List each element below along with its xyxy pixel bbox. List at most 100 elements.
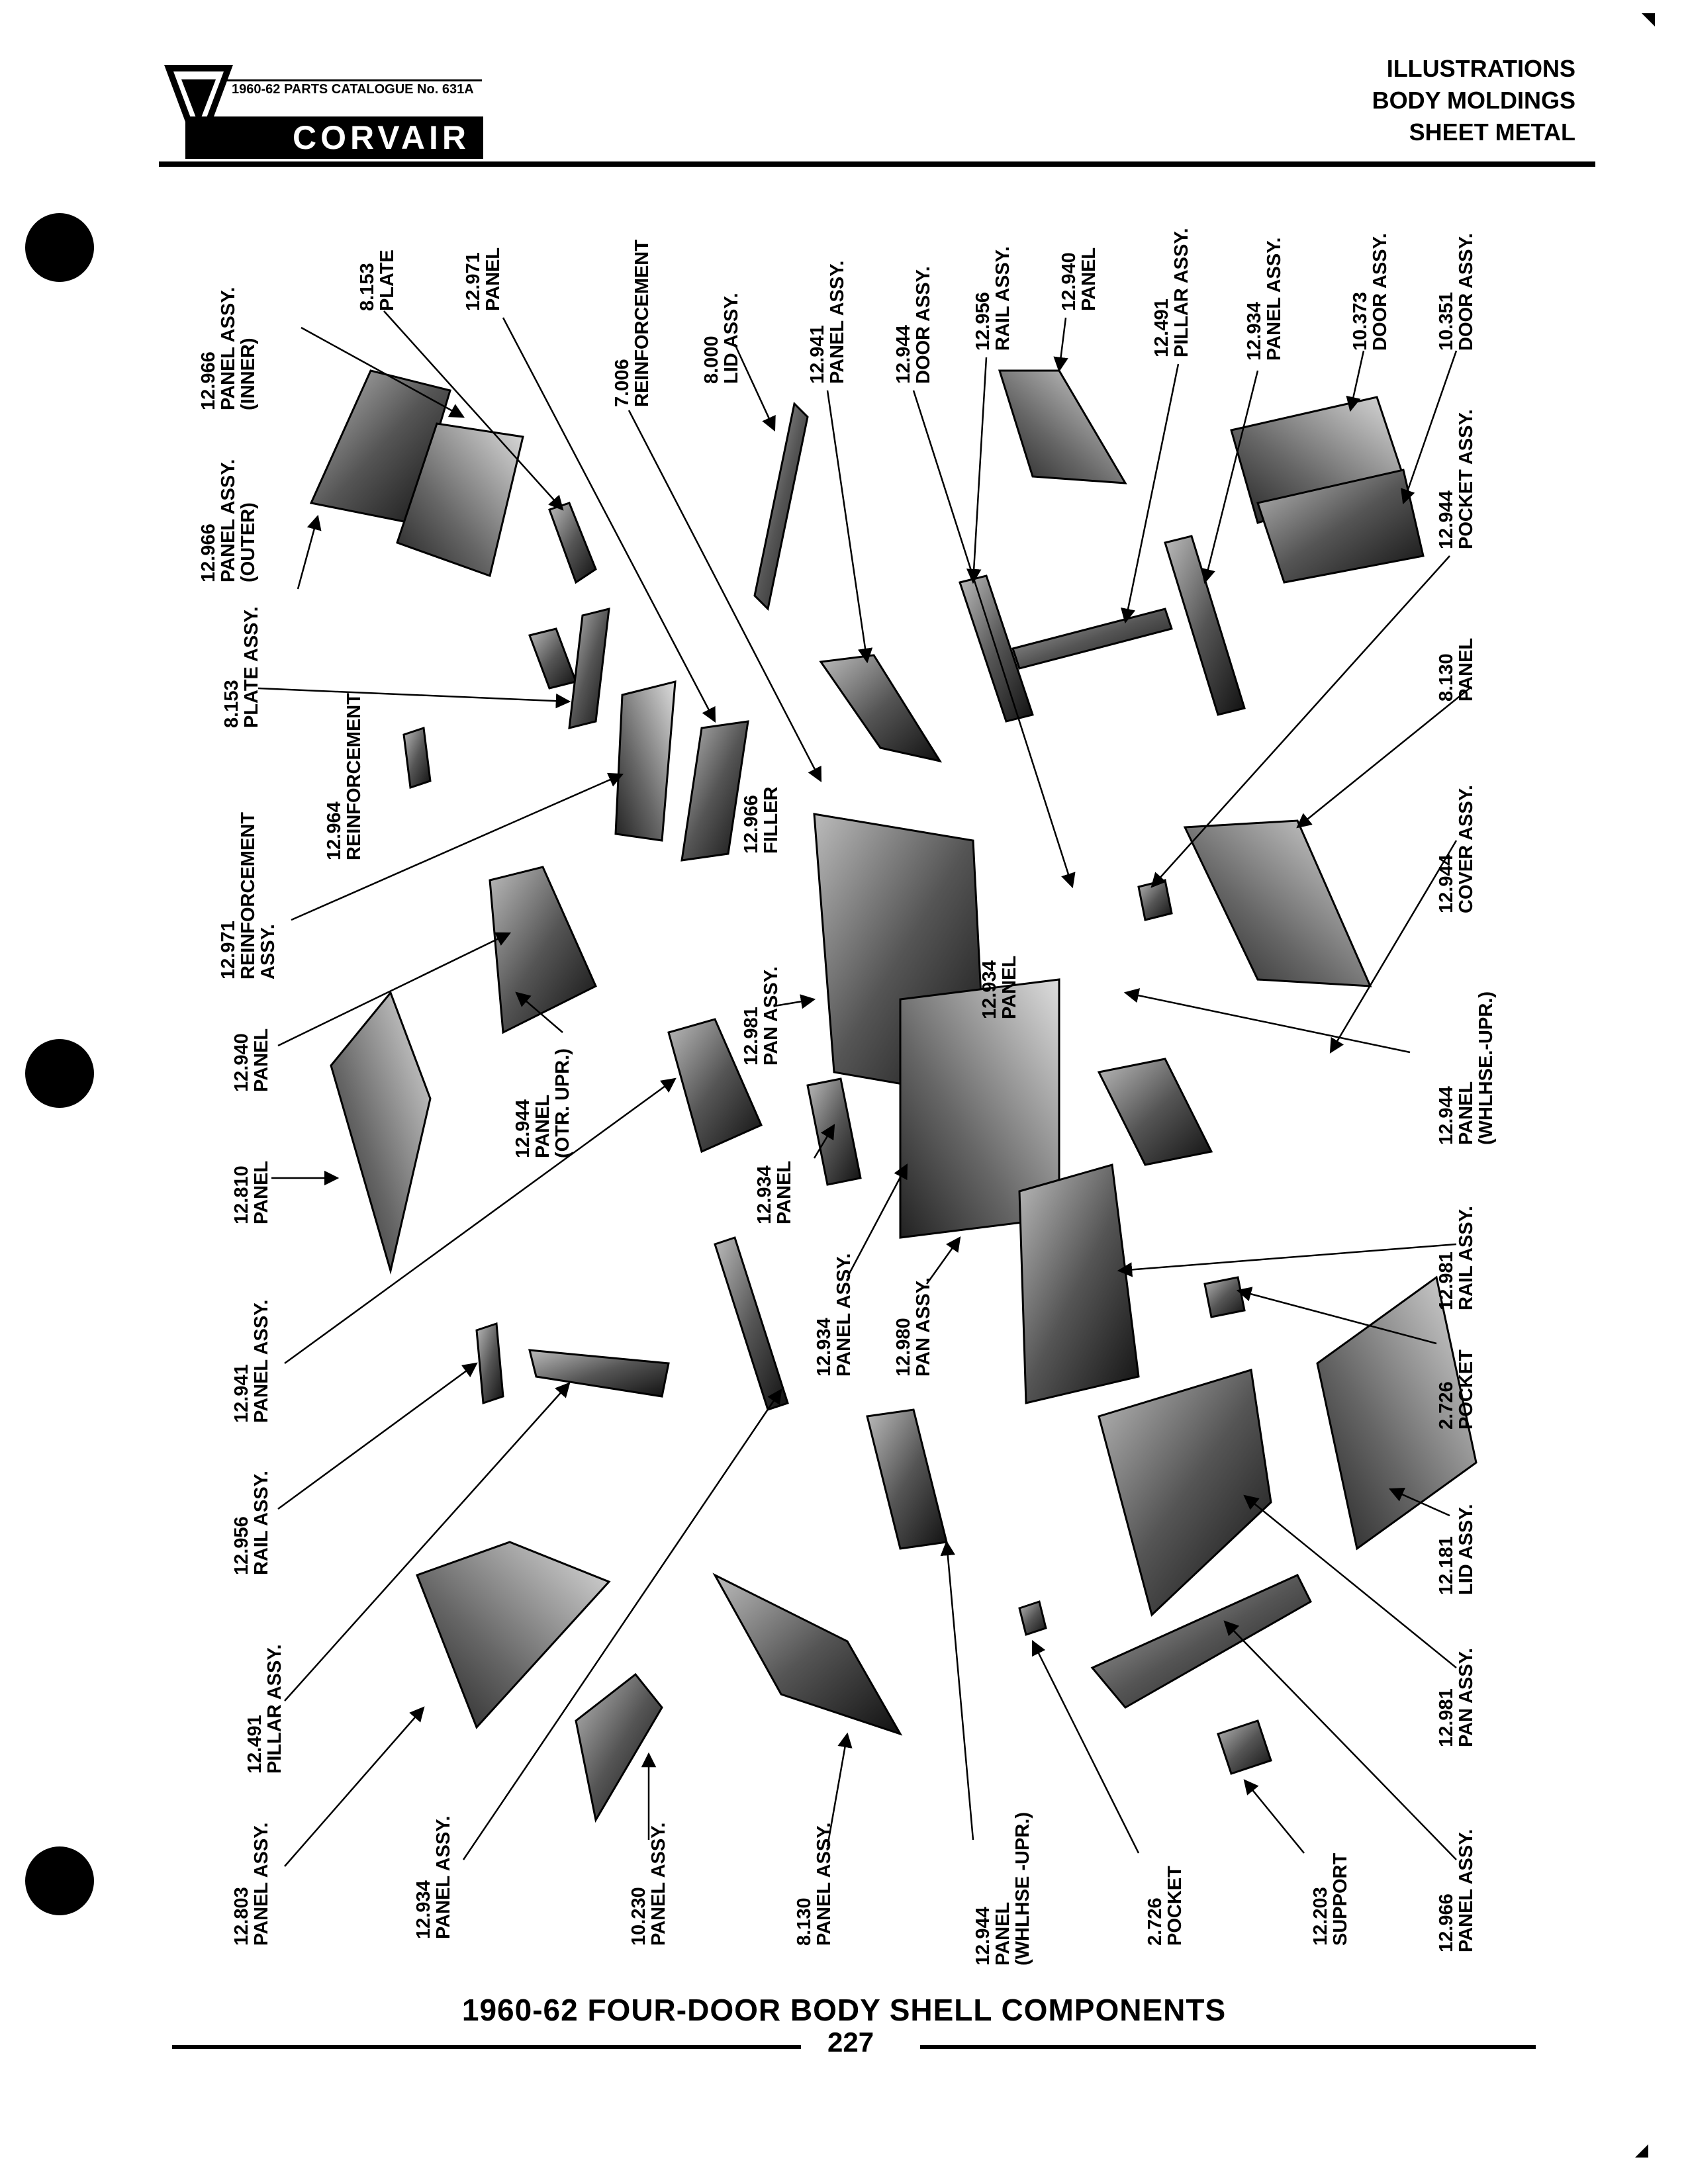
leader-l8 <box>966 357 988 584</box>
part-label: 12.491 PILLAR ASSY. <box>1151 228 1192 357</box>
part-label: 12.941 PANEL ASSY. <box>807 260 848 384</box>
part-support-203 <box>1217 1719 1272 1775</box>
part-label: 7.006 REINFORCEMENT <box>612 240 653 407</box>
part-pocket-726-right <box>1203 1276 1246 1318</box>
part-pocket-assy <box>1137 879 1173 921</box>
part-label: 12.941 PANEL ASSY. <box>231 1299 272 1423</box>
leader-l30 <box>284 1077 677 1365</box>
part-label: 12.944 PANEL (WHLHSE.-UPR.) <box>1436 991 1497 1145</box>
part-panel-941-left <box>667 1018 763 1154</box>
leader-l36 <box>284 1382 571 1702</box>
figure-caption: 1960-62 FOUR-DOOR BODY SHELL COMPONENTS <box>461 1993 1227 2027</box>
part-panel-assy-934 <box>714 1236 789 1411</box>
leader-l35 <box>1388 1487 1450 1517</box>
leader-l7 <box>912 390 1076 889</box>
part-panel-940-top <box>998 369 1127 484</box>
leader-l9 <box>1053 317 1068 373</box>
leader-l39 <box>462 1388 782 1860</box>
binder-hole-middle <box>25 1039 94 1108</box>
part-label: 12.203 SUPPORT <box>1310 1852 1351 1946</box>
part-panel-130-right <box>1183 819 1372 987</box>
leader-l21 <box>291 772 624 921</box>
leader-l43 <box>1031 1639 1140 1854</box>
part-lid-181 <box>1316 1275 1477 1551</box>
section-line-2: BODY MOLDINGS <box>1372 87 1575 114</box>
part-door-351 <box>1256 469 1425 584</box>
part-label: 12.966 FILLER <box>741 786 782 854</box>
leader-l16 <box>258 687 571 709</box>
part-panel-940-left <box>489 866 597 1034</box>
part-label: 2.726 POCKET <box>1436 1349 1477 1430</box>
part-panel-934-mid <box>806 1077 862 1186</box>
leader-l22 <box>1329 840 1458 1054</box>
part-plate-assy-2 <box>568 608 610 729</box>
part-label: 12.940 PANEL <box>1058 247 1100 311</box>
part-pan-981-right <box>1098 1369 1272 1617</box>
leader-l38 <box>284 1706 425 1867</box>
part-label: 12.966 PANEL ASSY. (OUTER) <box>198 459 259 582</box>
part-label: 10.230 PANEL ASSY. <box>628 1822 669 1946</box>
part-label: 12.944 PANEL (WHLHSE -UPR.) <box>972 1812 1033 1966</box>
part-pillar-491 <box>1011 608 1173 670</box>
leader-l29 <box>1117 1243 1457 1277</box>
part-label: 12.981 PAN ASSY. <box>1436 1648 1477 1747</box>
section-line-1: ILLUSTRATIONS <box>1386 55 1575 82</box>
leader-l37 <box>1243 1494 1457 1668</box>
part-label: 12.934 PANEL <box>979 955 1020 1019</box>
leader-l44 <box>1243 1779 1305 1854</box>
part-panel-966-right <box>1090 1574 1312 1709</box>
part-label: 12.956 RAIL ASSY. <box>231 1471 272 1575</box>
leader-l6 <box>826 390 873 664</box>
part-label: 8.000 LID ASSY. <box>701 293 742 384</box>
part-panel-230 <box>575 1672 663 1823</box>
leader-l12 <box>1346 350 1365 412</box>
leader-l26 <box>1123 988 1411 1054</box>
part-label: 12.980 PAN ASSY. <box>893 1277 934 1377</box>
part-label: 12.956 RAIL ASSY. <box>972 246 1013 351</box>
catalogue-number: 1960-62 PARTS CATALOGUE No. 631A <box>232 82 474 97</box>
part-panel-whlhse <box>866 1408 948 1550</box>
part-outer-panel <box>396 422 524 577</box>
leader-l45 <box>1223 1620 1457 1860</box>
leader-l14 <box>297 514 322 590</box>
brand-name: CORVAIR <box>185 116 483 159</box>
leader-l24 <box>277 932 512 1047</box>
leader-l23 <box>774 994 816 1009</box>
part-panel-810 <box>330 991 432 1275</box>
part-label: 8.130 PANEL ASSY. <box>794 1822 835 1946</box>
part-label: 12.966 PANEL ASSY. (INNER) <box>198 287 259 410</box>
part-label: 12.981 PAN ASSY. <box>741 966 782 1066</box>
page-number: 227 <box>827 2026 874 2058</box>
leader-l33 <box>1236 1287 1437 1345</box>
leader-l2 <box>383 310 564 511</box>
part-label: 12.491 PILLAR ASSY. <box>244 1644 285 1774</box>
leader-l4 <box>628 410 822 782</box>
leader-l31 <box>846 1163 908 1278</box>
leader-l3 <box>502 317 716 723</box>
leader-l41 <box>826 1732 853 1847</box>
part-whlhse-right <box>1097 1058 1213 1166</box>
part-label: 12.944 COVER ASSY. <box>1436 785 1477 913</box>
leader-l10 <box>1121 363 1180 624</box>
part-label: 8.130 PANEL <box>1436 637 1477 702</box>
leader-l25 <box>515 991 563 1033</box>
part-label: 12.940 PANEL <box>231 1028 272 1092</box>
part-panel-130 <box>712 1572 903 1736</box>
part-label: 12.981 RAIL ASSY. <box>1436 1206 1477 1310</box>
part-inner-panel <box>309 369 451 524</box>
part-reinforcement-964 <box>402 726 432 790</box>
part-plate <box>548 502 597 584</box>
part-label: 12.934 PANEL <box>754 1160 795 1224</box>
part-label: 10.351 DOOR ASSY. <box>1436 233 1477 351</box>
leader-l11 <box>1200 370 1259 584</box>
corvair-logo: 1960-62 PARTS CATALOGUE No. 631A CORVAIR <box>159 60 483 159</box>
leader-l13 <box>1401 350 1458 505</box>
corner-mark-icon <box>1642 13 1655 26</box>
header-rule <box>159 161 1595 167</box>
binder-hole-top <box>25 213 94 282</box>
leader-l1 <box>301 326 465 418</box>
part-panel-971 <box>680 720 749 862</box>
part-label: 12.944 DOOR ASSY. <box>893 266 934 384</box>
part-label: 12.966 PANEL ASSY. <box>1436 1829 1477 1952</box>
